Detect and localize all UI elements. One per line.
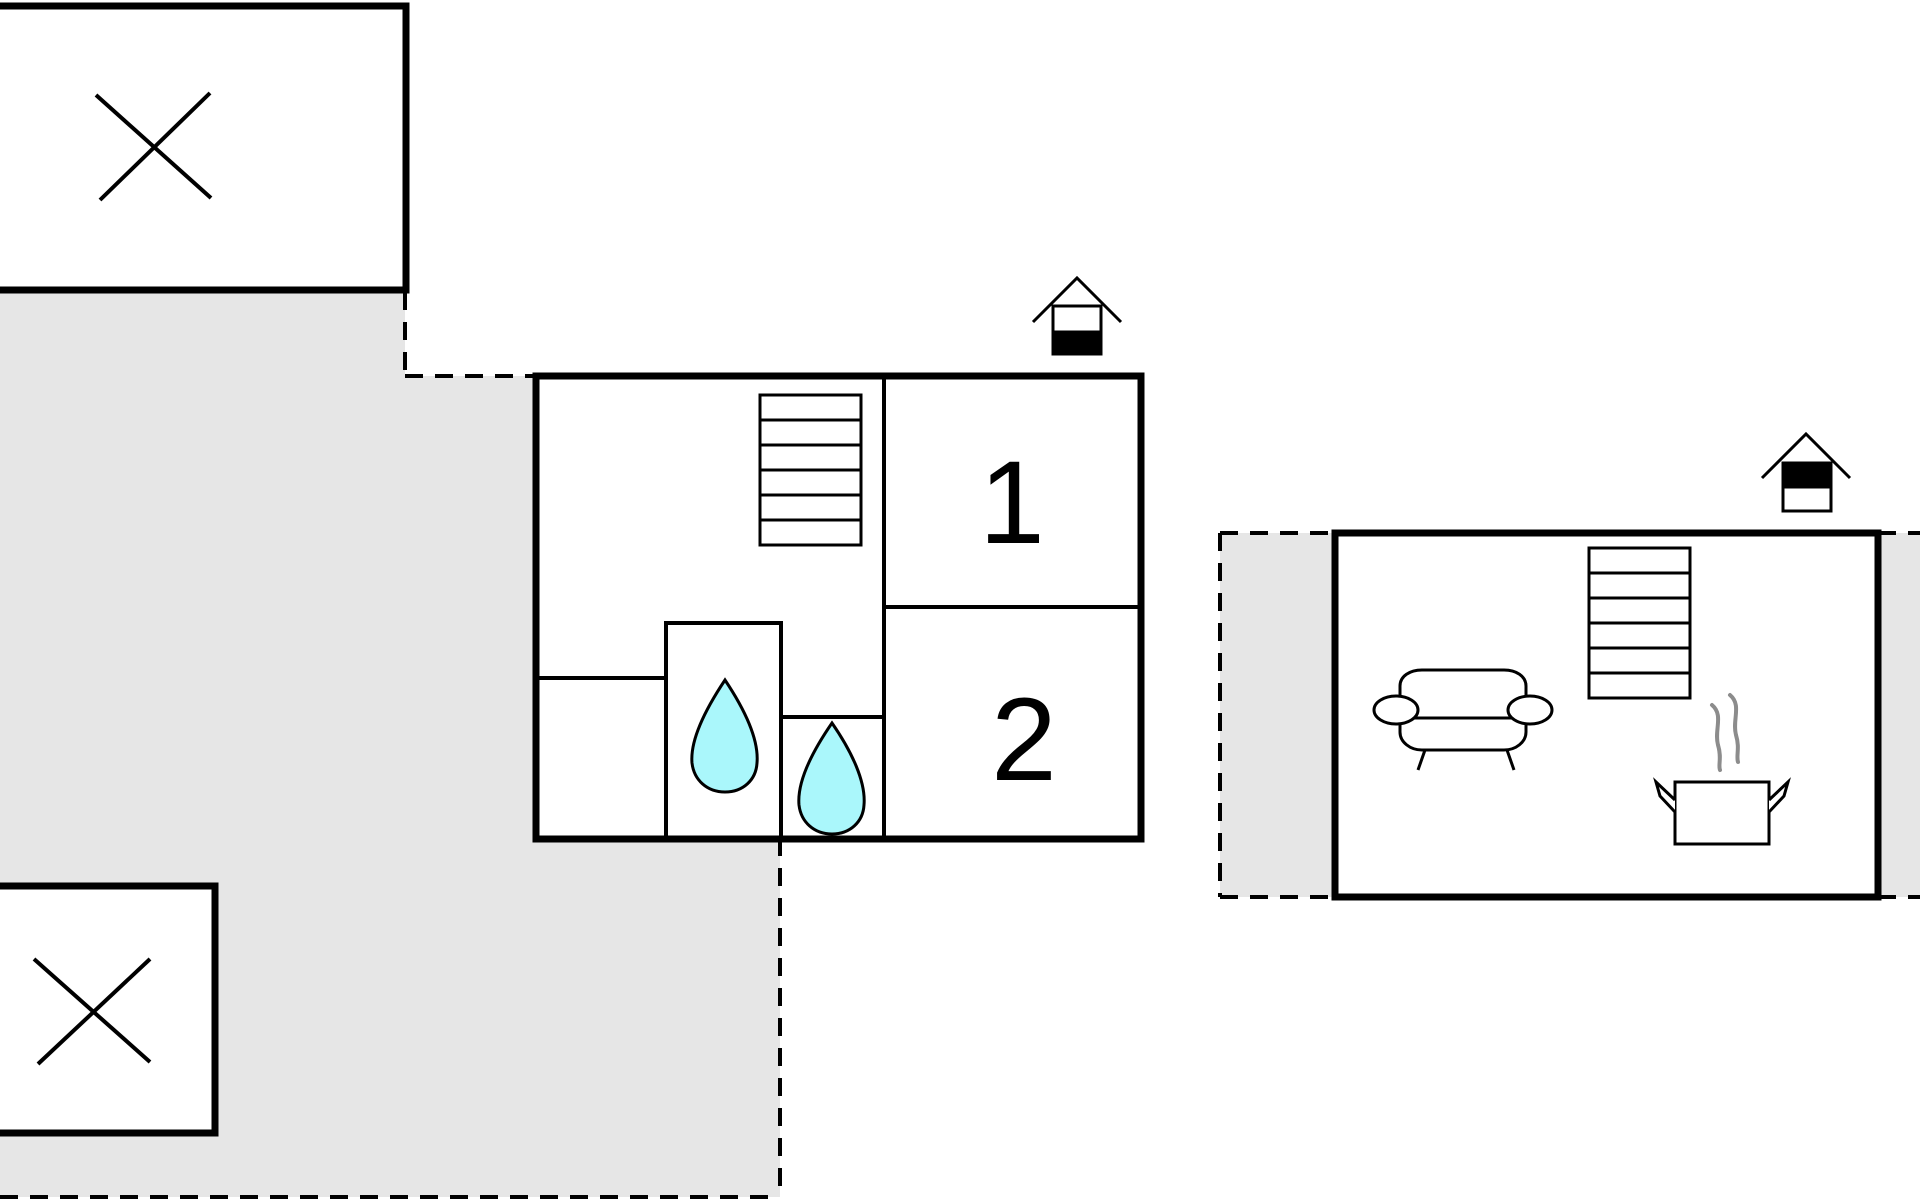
sofa-icon	[1372, 668, 1554, 771]
water-drop-icon	[797, 720, 866, 836]
water-drop-icon	[690, 677, 759, 794]
building-main: 1 2	[532, 372, 1145, 843]
bedroom-number: 1	[979, 437, 1045, 569]
bedroom-number: 2	[991, 674, 1057, 806]
building-right	[1331, 529, 1882, 901]
building-top-left	[0, 2, 410, 294]
entrance-house-icon	[1760, 431, 1852, 513]
building-bottom-left	[0, 882, 219, 1137]
cooking-pot-icon	[1653, 693, 1791, 846]
entrance-house-icon	[1031, 275, 1123, 356]
x-cross-icon	[94, 91, 213, 202]
stairs-icon	[1587, 546, 1692, 700]
x-cross-icon	[32, 957, 152, 1066]
terrace-boundaries	[0, 292, 1920, 1199]
stairs-icon	[758, 393, 863, 547]
